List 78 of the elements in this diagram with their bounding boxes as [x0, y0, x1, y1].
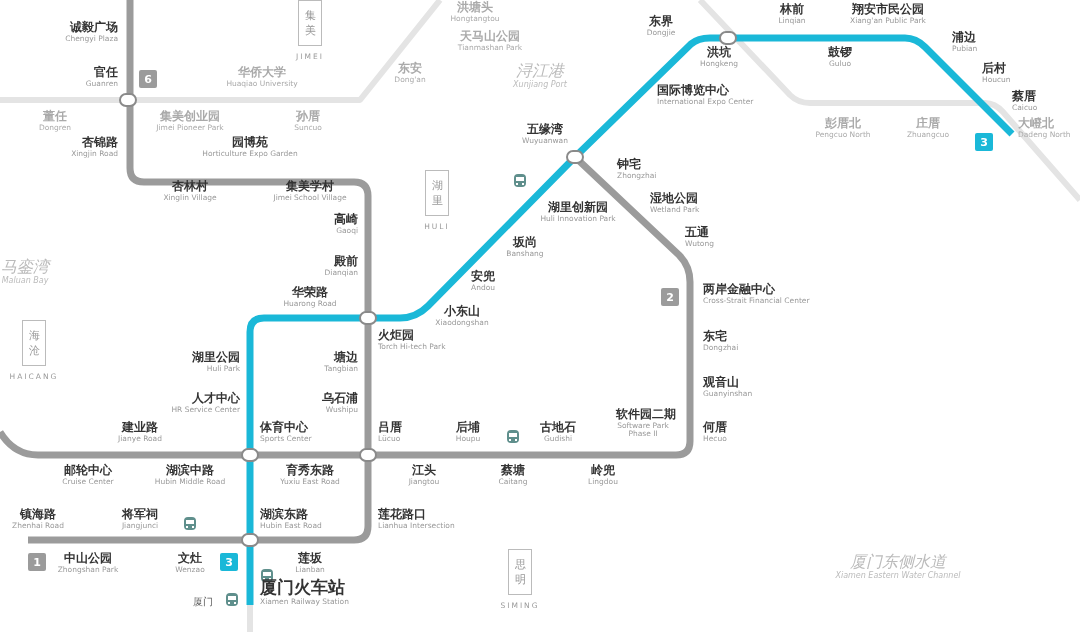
district-name: 集美: [304, 8, 316, 38]
line-number-badge: 3: [220, 553, 238, 571]
station-name: 湿地公园: [650, 192, 698, 206]
station-name: 将军祠: [122, 508, 158, 522]
station-name: 洪坑: [707, 46, 731, 60]
water-body-name-english: Xiamen Eastern Water Channel: [835, 572, 961, 581]
station-name: 庄厝: [916, 117, 940, 131]
station-name: 人才中心: [192, 392, 240, 406]
station-name: 集美创业园: [160, 110, 220, 124]
station-name: 五通: [685, 226, 709, 240]
station-name: 软件园二期: [616, 408, 676, 422]
station-name: 湖滨中路: [166, 464, 214, 478]
station-name: 体育中心: [260, 421, 308, 435]
station-name: 大嶝北: [1018, 117, 1054, 131]
station-name: 莲坂: [298, 552, 322, 566]
station-name: 钟宅: [617, 158, 641, 172]
station-name: 浦边: [952, 31, 976, 45]
station-name: 镇海路: [20, 508, 56, 522]
district-name: 海沧: [28, 328, 40, 358]
station-name: 安兜: [471, 270, 495, 284]
station-name: 华荣路: [292, 286, 328, 300]
station-name: 国际博览中心: [657, 84, 729, 98]
station-name: 后村: [982, 62, 1006, 76]
station-name: 翔安市民公园: [852, 3, 924, 17]
water-body-name-english: Maluan Bay: [1, 277, 49, 286]
station-name: 后埔: [456, 421, 480, 435]
station-name: 集美学村: [286, 180, 334, 194]
station-name: 官任: [94, 66, 118, 80]
station-name: 岭兜: [591, 464, 615, 478]
district-name: 思明: [514, 557, 526, 587]
station-name: 蔡厝: [1012, 90, 1036, 104]
line-number-badge: 3: [975, 133, 993, 151]
station-name: 邮轮中心: [64, 464, 112, 478]
station-name: 乌石浦: [322, 392, 358, 406]
water-body-name: 厦门东侧水道: [850, 553, 946, 571]
station-name: 湖里公园: [192, 351, 240, 365]
line-number-badge: 2: [661, 288, 679, 306]
station-name: 吕厝: [378, 421, 402, 435]
station-name: 育秀东路: [286, 464, 334, 478]
station-name: 杏锦路: [82, 136, 118, 150]
station-name: 湖里创新园: [548, 201, 608, 215]
station-name: 厦门火车站: [260, 578, 345, 597]
district-name: 湖里: [431, 178, 443, 208]
station-name: 观音山: [703, 376, 739, 390]
station-name: 园博苑: [232, 136, 268, 150]
station-name: 何厝: [703, 421, 727, 435]
station-name: 彭厝北: [825, 117, 861, 131]
place-name: 厦门: [193, 596, 213, 607]
station-name: 中山公园: [64, 552, 112, 566]
water-body-name: 马銮湾: [1, 258, 49, 276]
station-name: 东界: [649, 15, 673, 29]
station-name: 文灶: [178, 552, 202, 566]
station-name: 东宅: [703, 330, 727, 344]
station-name: 江头: [412, 464, 436, 478]
station-name: 高崎: [334, 213, 358, 227]
station-name: 塘边: [334, 351, 358, 365]
station-name: 孙厝: [296, 110, 320, 124]
station-name: 古地石: [540, 421, 576, 435]
station-name: 董任: [43, 110, 67, 124]
station-name: 杏林村: [172, 180, 208, 194]
station-name: 莲花路口: [378, 508, 426, 522]
station-name: 鼓锣: [828, 46, 852, 60]
station-name: 洪塘头: [457, 1, 493, 15]
station-name: 东安: [398, 62, 422, 76]
station-name: 小东山: [444, 305, 480, 319]
station-name: 华侨大学: [238, 66, 286, 80]
station-name: 火炬园: [378, 329, 414, 343]
station-name: 天马山公园: [460, 30, 520, 44]
water-body-name: 浔江港: [516, 62, 564, 80]
station-name: 坂尚: [513, 236, 537, 250]
station-name: 五缘湾: [527, 123, 563, 137]
station-name: 殿前: [334, 255, 358, 269]
line-number-badge: 1: [28, 553, 46, 571]
water-body-name-english: Xunjiang Port: [513, 81, 567, 90]
station-name: 蔡塘: [501, 464, 525, 478]
station-name: 林前: [780, 3, 804, 17]
line-number-badge: 6: [139, 70, 157, 88]
station-name: 建业路: [122, 421, 158, 435]
